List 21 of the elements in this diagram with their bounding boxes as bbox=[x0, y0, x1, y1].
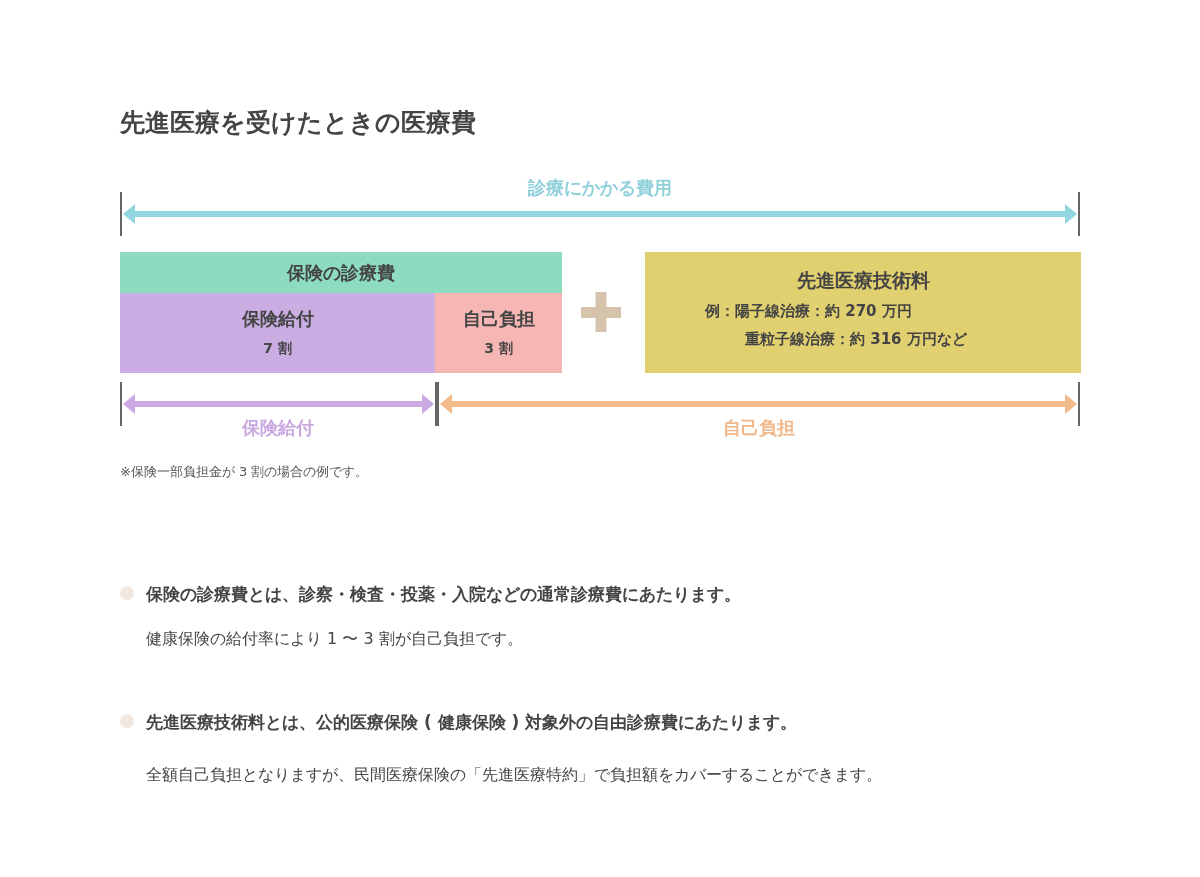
bullet-text: 健康保険の給付率により 1 〜 3 割が自己負担です。 bbox=[146, 629, 523, 650]
dimension-label: 自己負担 bbox=[722, 416, 796, 440]
bullet-heading: 保険の診療費とは、診察・検査・投薬・入院などの通常診療費にあたります。 bbox=[146, 583, 741, 606]
cost-box bbox=[120, 293, 435, 373]
title: 先進医療を受けたときの医療費 bbox=[120, 107, 476, 139]
box-heading: 保険の診療費 bbox=[285, 261, 396, 285]
box-heading: 保険給付 bbox=[240, 307, 315, 331]
cost-box bbox=[645, 252, 1081, 373]
bullet-text: 全額自己負担となりますが、民間医療保険の「先進医療特約」で負担額をカバーすることができます。 bbox=[146, 764, 883, 786]
box-heading: 自己負担 bbox=[461, 307, 536, 331]
box-heading: 先進医療技術料 bbox=[795, 268, 931, 293]
cost-box bbox=[435, 293, 562, 373]
dimension-label: 診療にかかる費用 bbox=[527, 176, 673, 200]
box-text: 例：陽子線治療：約 270 万円 bbox=[705, 302, 912, 321]
box-text: 3 割 bbox=[483, 340, 514, 358]
box-text: 7 割 bbox=[262, 340, 293, 358]
bullet-heading: 先進医療技術料とは、公的医療保険 ( 健康保険 ) 対象外の自由診療費にあたります。 bbox=[146, 711, 798, 734]
group-box bbox=[120, 252, 562, 373]
dimension-label: 保険給付 bbox=[240, 416, 315, 440]
box-text: 重粒子線治療：約 316 万円など bbox=[745, 330, 967, 349]
footnote: ※保険一部負担金が 3 割の場合の例です。 bbox=[120, 463, 369, 481]
